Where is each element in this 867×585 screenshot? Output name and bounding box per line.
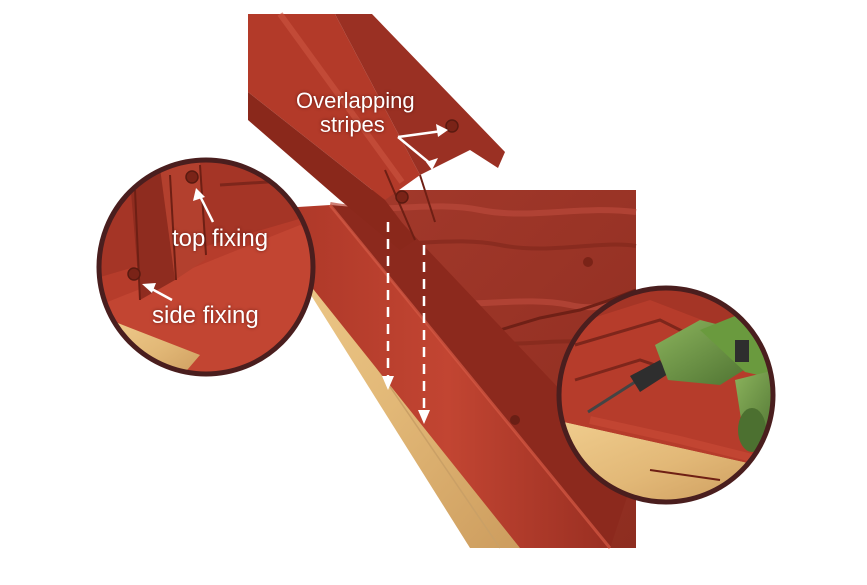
screw-icon xyxy=(186,171,198,183)
label-overlapping-stripes: Overlapping stripes xyxy=(296,89,415,137)
screw-icon xyxy=(396,191,408,203)
screw-icon xyxy=(128,268,140,280)
screw-icon xyxy=(583,257,593,267)
label-overlapping-line1: Overlapping xyxy=(296,89,415,113)
screw-icon xyxy=(446,120,458,132)
label-overlapping-line2: stripes xyxy=(296,113,415,137)
label-side-fixing: side fixing xyxy=(152,303,259,329)
label-top-fixing: top fixing xyxy=(172,226,268,252)
screw-icon xyxy=(510,415,520,425)
detail-circle-fixings xyxy=(90,150,330,390)
